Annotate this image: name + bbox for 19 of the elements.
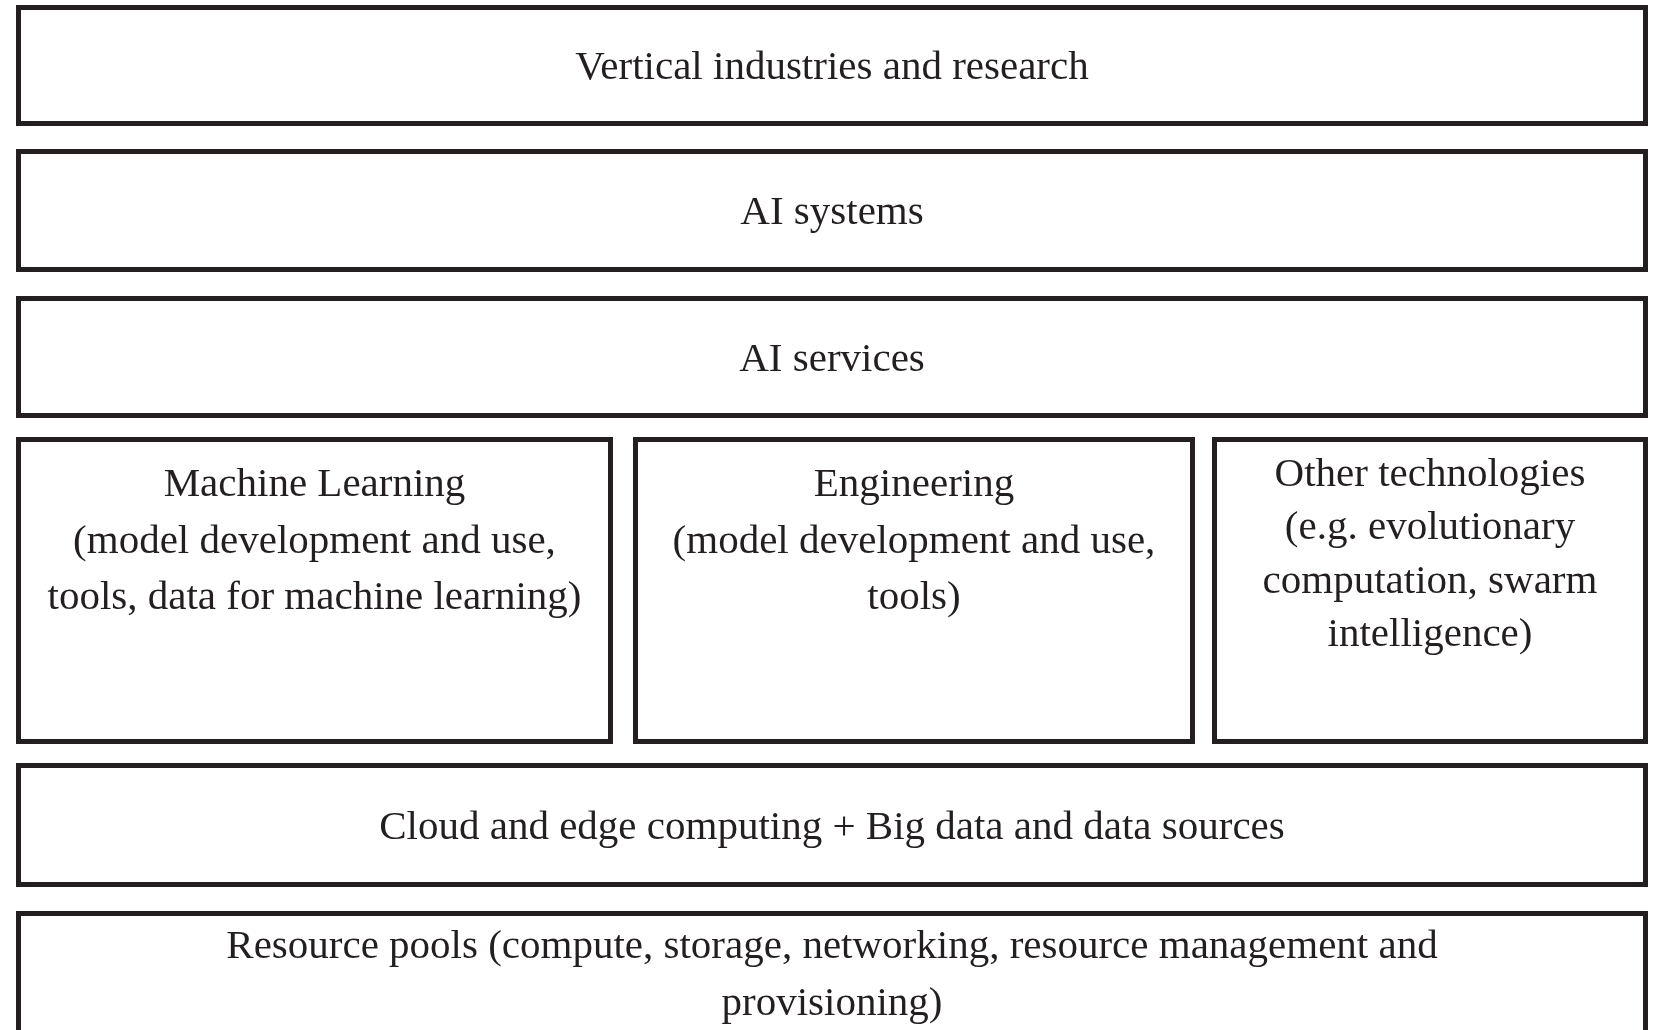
layer-label: Vertical industries and research	[575, 41, 1089, 91]
layer-box	[16, 763, 1648, 887]
layer-box	[16, 911, 1648, 1030]
layer-label: AI systems	[740, 186, 924, 236]
layer-box	[16, 296, 1648, 418]
layer-box	[16, 149, 1648, 272]
layer-heading: Other technologies	[1274, 448, 1586, 497]
layer-description: (model development and use, tools)	[671, 514, 1157, 621]
layer-description: (model development and use, tools, data for machine learning)	[46, 514, 583, 621]
layer-label: AI services	[739, 332, 925, 382]
layer-box	[16, 437, 613, 744]
layer-box	[1212, 437, 1648, 744]
layer-heading: Engineering	[813, 458, 1015, 507]
layer-label: Cloud and edge computing + Big data and data sources	[379, 800, 1285, 850]
layer-label: Resource pools (compute, storage, networking, resource management and provisioning)	[225, 920, 1439, 1026]
layer-heading: Machine Learning	[163, 458, 466, 507]
layer-box	[633, 437, 1195, 744]
layer-description: (e.g. evolutionary computation, swarm intelligence)	[1261, 501, 1599, 657]
layer-box	[16, 5, 1648, 126]
